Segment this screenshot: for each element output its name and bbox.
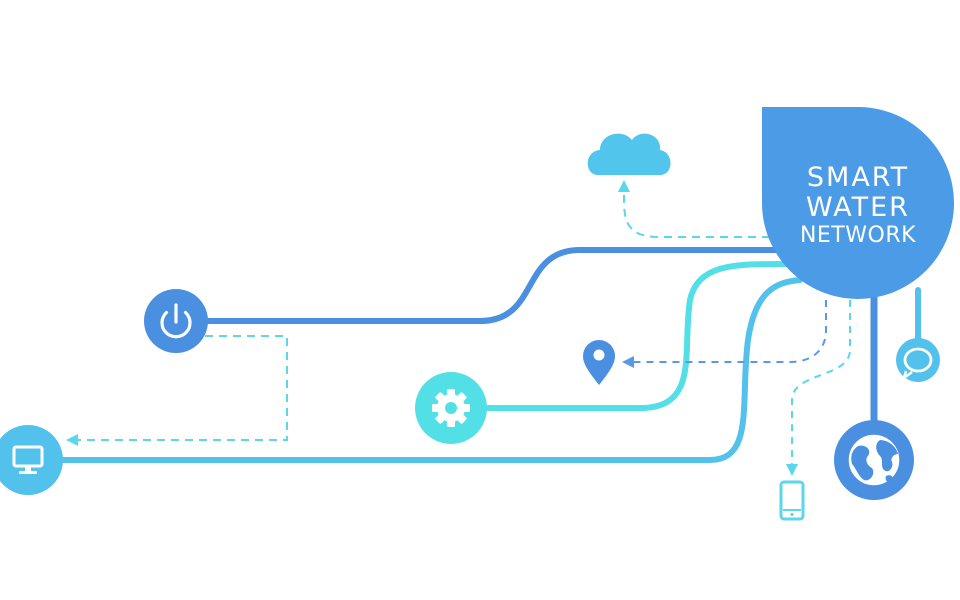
dashed-connector-cloud xyxy=(618,180,770,238)
connector-gear xyxy=(485,260,793,411)
smartphone-icon xyxy=(779,480,805,521)
dashed-connector-location xyxy=(622,300,827,368)
gear-icon xyxy=(432,389,470,427)
dashed-connector-smartphone xyxy=(786,300,851,476)
gear-node xyxy=(415,372,487,444)
cloud-icon xyxy=(587,133,671,175)
connector-monitor xyxy=(57,277,803,463)
title-line-water: WATER xyxy=(806,192,910,223)
chat-bubble-icon xyxy=(896,338,940,382)
globe-node xyxy=(834,420,914,500)
title-line-smart: SMART xyxy=(807,162,909,193)
dashed-connector-power-monitor xyxy=(66,335,288,446)
power-icon xyxy=(160,303,192,339)
monitor-node xyxy=(0,425,63,495)
location-pin-icon xyxy=(583,340,615,385)
globe-icon xyxy=(847,433,901,487)
title-line-network: NETWORK xyxy=(800,223,916,248)
monitor-icon xyxy=(12,445,44,474)
water-drop-hub: SMART WATER NETWORK xyxy=(762,107,954,299)
power-node xyxy=(144,289,208,353)
connector-power xyxy=(202,247,803,324)
